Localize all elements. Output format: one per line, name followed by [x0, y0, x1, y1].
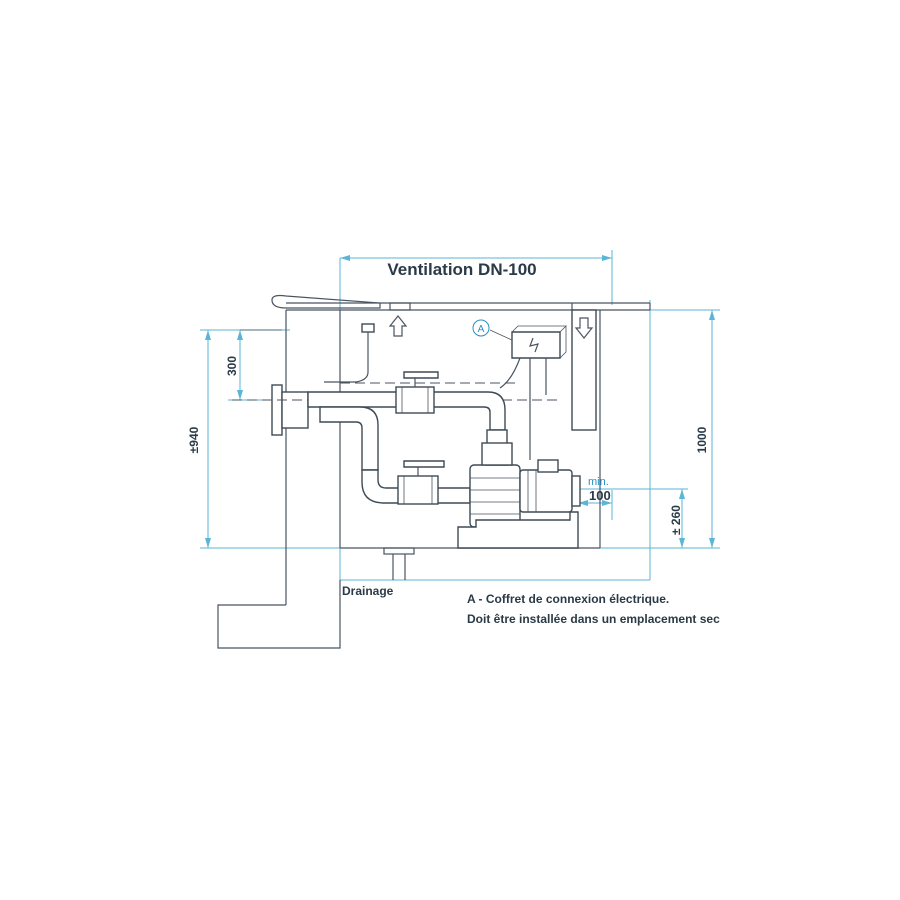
note-line-2: Doit être installée dans un emplacement …: [467, 612, 720, 626]
arrowhead: [237, 330, 243, 340]
pump: [457, 429, 581, 549]
ventilation-arrows: [388, 309, 597, 431]
dim-940-label: ±940: [187, 426, 201, 453]
pump-prefilter: [481, 442, 513, 466]
arrowhead: [709, 538, 715, 548]
elbow-down: [319, 406, 379, 471]
note-line-1: A - Coffret de connexion électrique.: [467, 592, 669, 606]
exhaust-duct: [571, 309, 597, 431]
labels: Ventilation DN-100 300 ±940 1000 ± 260 m…: [187, 260, 720, 626]
arrowhead: [578, 500, 588, 506]
arrow-up-icon: [388, 315, 408, 337]
arrowhead: [237, 390, 243, 400]
arrowhead: [602, 255, 612, 261]
pump-base: [457, 511, 579, 549]
dim-100-label: 100: [589, 488, 611, 503]
arrowhead: [205, 330, 211, 340]
vent-fitting: [324, 323, 375, 383]
upper-pipe-assembly: [307, 371, 506, 471]
drain-flange: [383, 547, 415, 555]
dim-300-label: 300: [225, 356, 239, 376]
lower-pipe-assembly: [361, 460, 471, 505]
arrowhead: [205, 538, 211, 548]
lower-valve-handle: [403, 460, 445, 468]
motor-terminal-box: [537, 459, 559, 473]
pool-floor: [217, 580, 341, 649]
electrical-box: [472, 319, 567, 460]
inlet-flange: [271, 384, 283, 436]
dim-260-label: ± 260: [669, 505, 683, 535]
vent-cap: [361, 323, 375, 333]
arrowhead: [679, 538, 685, 548]
cable-left: [499, 357, 521, 389]
electrical-box-side: [559, 326, 567, 359]
drainage-label: Drainage: [342, 584, 394, 598]
marker-a-circle: [472, 319, 490, 337]
marker-leader: [489, 329, 513, 341]
arrowhead: [602, 500, 612, 506]
inlet-body: [281, 391, 309, 429]
lightning-icon: [529, 337, 539, 353]
coping: [271, 294, 381, 309]
motor-end-cap: [571, 475, 581, 507]
min-label: min.: [588, 476, 609, 488]
pump-housing: [469, 464, 521, 528]
electrical-box-top: [511, 325, 567, 333]
dim-1000-label: 1000: [695, 426, 709, 453]
wall-inlet-fitting: [232, 329, 560, 436]
upper-valve-handle: [403, 371, 439, 379]
marker-a-label: A: [478, 324, 485, 335]
lid-slot: [389, 302, 411, 311]
arrowhead: [709, 310, 715, 320]
ventilation-label: Ventilation DN-100: [387, 260, 536, 279]
lower-valve-body: [397, 475, 439, 505]
arrowhead: [340, 255, 350, 261]
vent-bend: [324, 371, 369, 383]
arrowhead: [679, 489, 685, 499]
arrow-down-icon: [574, 317, 594, 339]
